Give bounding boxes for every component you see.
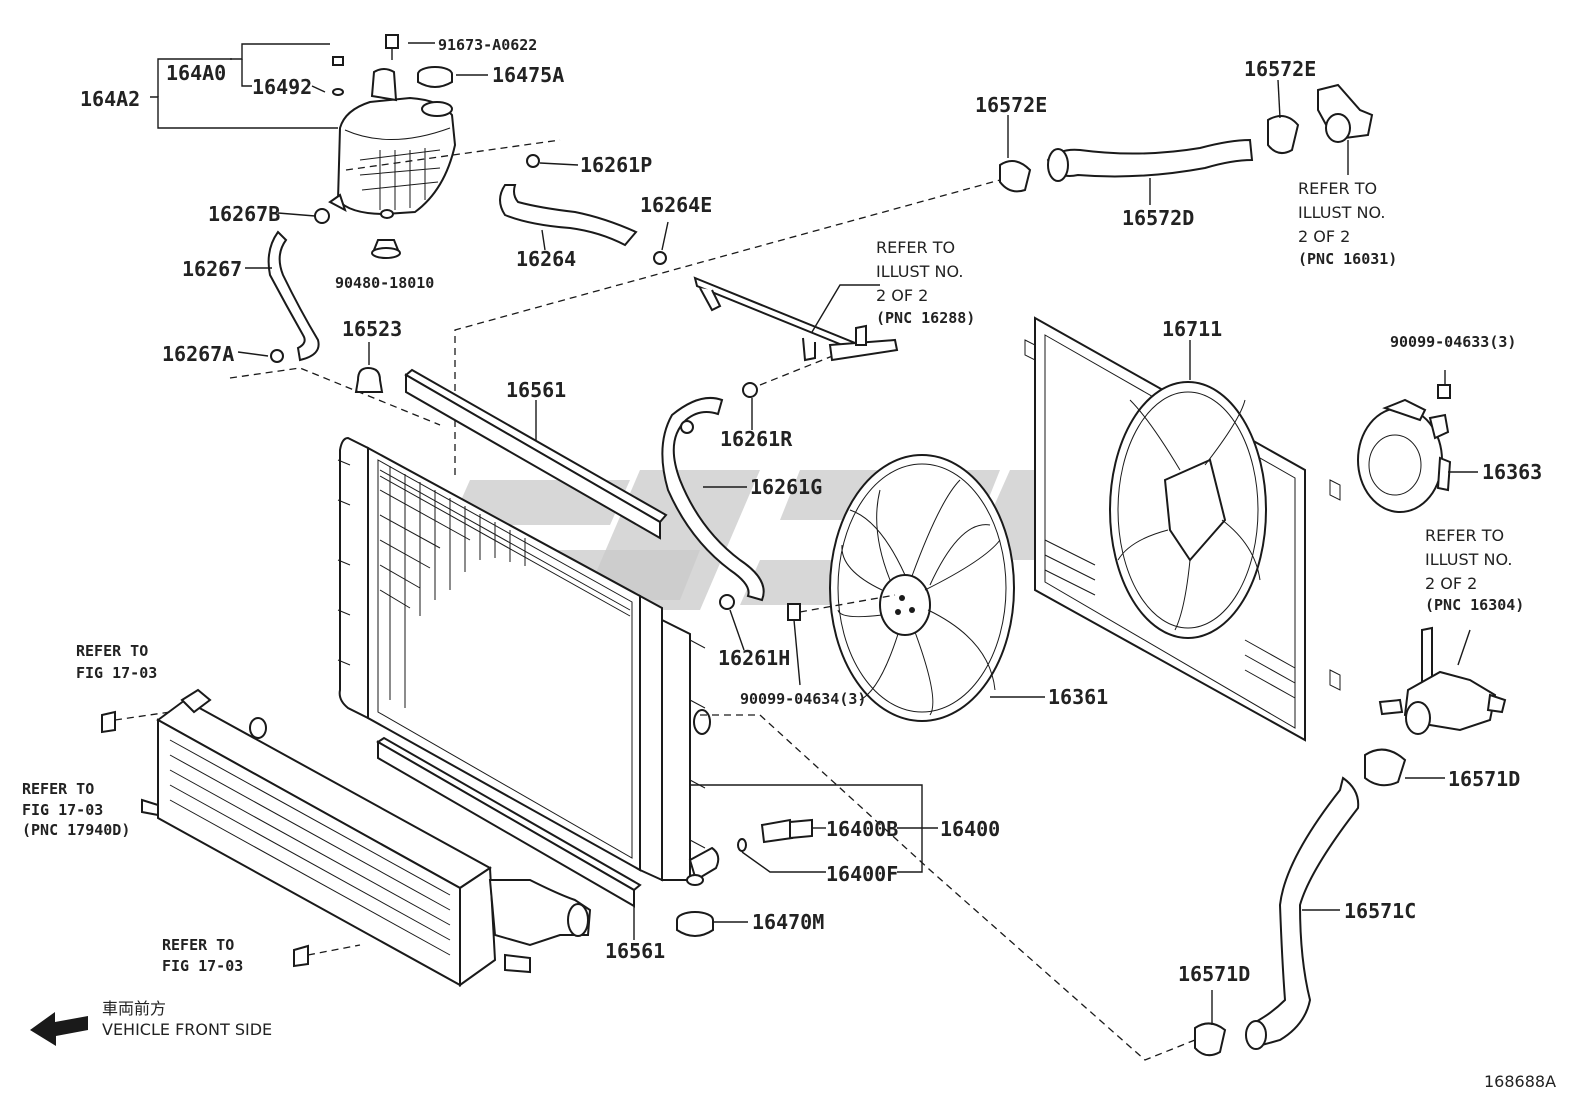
seal-16561-top [404,368,668,540]
label-90480-18010: 90480-18010 [335,274,434,292]
label-16264: 16264 [516,247,576,271]
label-164A0: 164A0 [166,61,226,85]
illustration-number: 168688A [1484,1072,1556,1091]
ref-16304-line4: (PNC 16304) [1425,596,1524,614]
vehicle-front-arrow-icon [30,1012,88,1046]
reservoir-bolts [332,34,399,96]
intercooler-bolts [101,710,361,968]
cooling-fan [829,454,1045,722]
ref-fig1703-a-line2: FIG 17-03 [76,664,157,682]
ref-16031-line1: REFER TO [1298,179,1377,198]
label-16470M: 16470M [752,910,824,934]
label-16261R: 16261R [720,427,793,451]
grommet-16470M [676,911,748,937]
seal-16561-bottom [376,736,642,940]
reference-notes: REFER TO ILLUST NO. 2 OF 2 (PNC 16031) R… [22,179,1524,975]
label-16572E-left: 16572E [975,93,1047,117]
reservoir-cap [417,66,453,88]
ref-16288-line1: REFER TO [876,238,955,257]
hose-16267 [237,208,330,363]
label-16561-top: 16561 [506,378,566,402]
ref-fig1703-b-line1: REFER TO [22,780,94,798]
label-16267A: 16267A [162,342,234,366]
ref-16304-line2: ILLUST NO. [1425,550,1512,569]
ref-16288-line2: ILLUST NO. [876,262,963,281]
ref-fig1703-c-line1: REFER TO [162,936,234,954]
fan-bolt [787,594,896,686]
grommet-90480 [371,239,401,259]
label-90099-04633: 90099-04633(3) [1390,333,1516,351]
label-16400B: 16400B [826,817,898,841]
label-16572E-right: 16572E [1244,57,1316,81]
label-16363: 16363 [1482,460,1542,484]
label-16561-bottom: 16561 [605,939,665,963]
ref-16288-line4: (PNC 16288) [876,309,975,327]
fan-motor [1357,370,1478,513]
water-outlet-16031 [1317,83,1374,175]
ref-fig1703-b-line2: FIG 17-03 [22,801,103,819]
fan-shroud [1024,316,1341,742]
label-16361: 16361 [1048,685,1108,709]
label-16571D-bottom: 16571D [1178,962,1250,986]
callout-brackets-164 [150,42,488,129]
label-16492: 16492 [252,75,312,99]
hose-16572D [999,79,1300,205]
part-labels: 164A0 164A2 16492 91673-A0622 16475A 162… [80,36,1542,986]
label-164A2: 164A2 [80,87,140,111]
dashed-lines-reservoir [229,139,1001,475]
label-16571D-right: 16571D [1448,767,1520,791]
label-16572D: 16572D [1122,206,1194,230]
ref-fig1703-a-line1: REFER TO [76,642,148,660]
hose-16264 [499,154,669,265]
ref-16031-line4: (PNC 16031) [1298,250,1397,268]
label-16261P: 16261P [580,153,652,177]
vehicle-front-jp: 車両前方 [102,999,166,1018]
label-16267B: 16267B [208,202,280,226]
label-16261H: 16261H [718,646,790,670]
label-16400: 16400 [940,817,1000,841]
label-16711: 16711 [1162,317,1222,341]
label-16261G: 16261G [750,475,822,499]
label-16264E: 16264E [640,193,712,217]
ref-16304-line3: 2 OF 2 [1425,574,1477,593]
cap-16523 [354,342,384,393]
reservoir-tank [328,68,457,219]
ref-16031-line3: 2 OF 2 [1298,227,1350,246]
hose-16571C [700,714,1445,1061]
ref-16304-line1: REFER TO [1425,526,1504,545]
ref-16031-line2: ILLUST NO. [1298,203,1385,222]
label-16571C: 16571C [1344,899,1416,923]
label-16400F: 16400F [826,862,898,886]
ref-fig1703-c-line2: FIG 17-03 [162,957,243,975]
intercooler [141,688,592,987]
radiator-core [337,436,720,886]
label-16475A: 16475A [492,63,564,87]
label-90099-04634: 90099-04634(3) [740,690,866,708]
label-16267: 16267 [182,257,242,281]
ref-fig1703-b-line3: (PNC 17940D) [22,821,130,839]
pipe-bracket [693,276,899,362]
thermostat-housing [1378,626,1507,735]
label-91673-A0622: 91673-A0622 [438,36,537,54]
vehicle-front-en: VEHICLE FRONT SIDE [102,1020,272,1039]
drain-cock [690,784,938,873]
label-16523: 16523 [342,317,402,341]
ref-16288-line3: 2 OF 2 [876,286,928,305]
